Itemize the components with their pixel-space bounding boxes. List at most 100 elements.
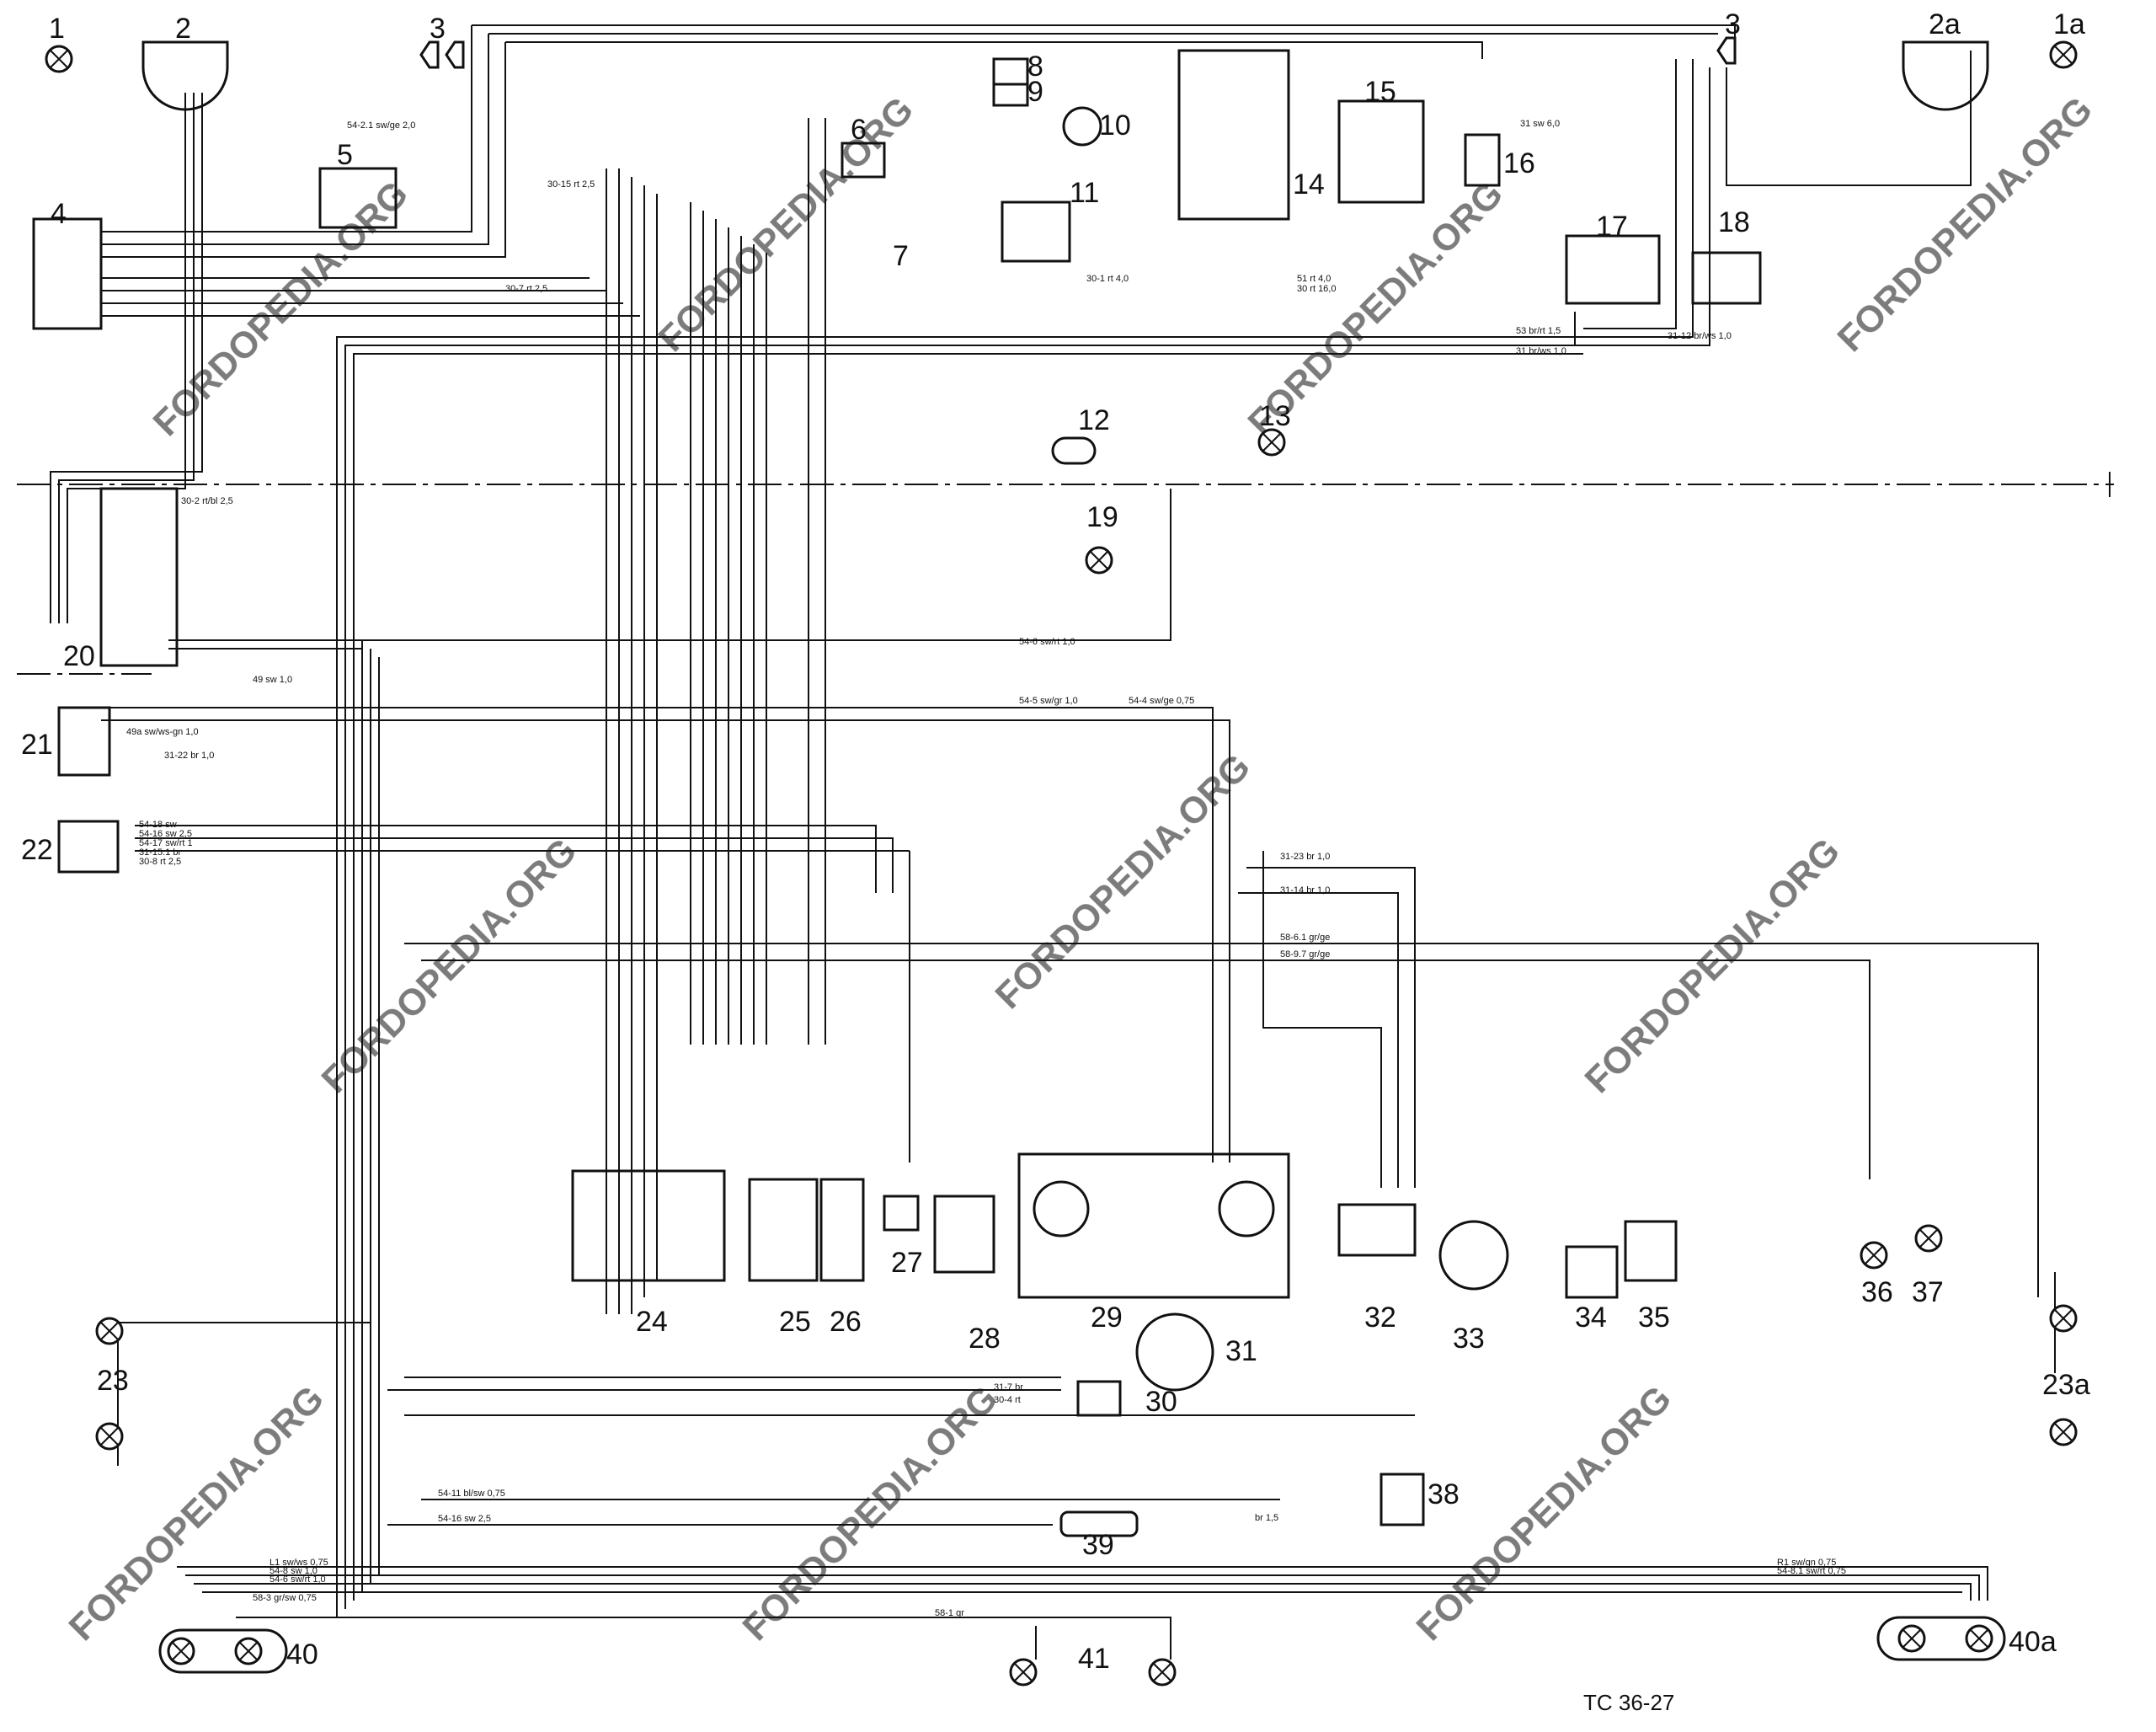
wire-labels: 30-15 rt 2,5 30-7 rt 2,5 54-2.1 sw/ge 2,… (126, 119, 1846, 1618)
component-15-box (1337, 99, 1425, 204)
lamp-40a-b (1965, 1624, 1993, 1653)
watermark: FORDOPEDIA.ORG (987, 746, 1258, 1017)
component-number: 24 (636, 1306, 668, 1338)
wire-label: 54-8 sw 1,0 (270, 1566, 318, 1576)
component-number: 22 (21, 834, 53, 866)
component-24-box (571, 1169, 726, 1282)
component-number: 34 (1575, 1302, 1607, 1334)
wire-label: 54-8.1 sw/rt 0,75 (1777, 1566, 1846, 1576)
component-40-box (158, 1628, 288, 1674)
watermark: FORDOPEDIA.ORG (1408, 1377, 1679, 1649)
component-number: 14 (1293, 168, 1325, 200)
wire-label: 30 rt 16,0 (1297, 284, 1336, 294)
component-number: 28 (969, 1323, 1001, 1355)
wire-label: 54-6 sw/rt 1,0 (270, 1574, 326, 1585)
component-5-box (318, 167, 398, 229)
wire-label: 54-11 bl/sw 0,75 (438, 1489, 505, 1499)
component-number: 6 (851, 114, 867, 146)
wire-label: 58-6.1 gr/ge (1280, 933, 1330, 943)
component-number: 33 (1453, 1323, 1485, 1355)
component-number: 15 (1364, 76, 1396, 108)
component-number: 23a (2042, 1369, 2090, 1401)
wire-label: 53 br/rt 1,5 (1516, 326, 1561, 336)
lamp-40a-a (1897, 1624, 1926, 1653)
wire-label: 49 sw 1,0 (253, 675, 292, 685)
component-10-gauge (1062, 106, 1102, 147)
wire-harness (17, 24, 2114, 1660)
component-16-box (1464, 133, 1501, 187)
component-6-box (841, 142, 886, 179)
lamp-40-a (167, 1637, 195, 1665)
wire-label: 54-5 sw/gr 1,0 (1019, 696, 1078, 706)
wire-label: 30-7 rt 2,5 (505, 284, 547, 294)
component-number: 16 (1503, 147, 1535, 179)
component-20-box (99, 487, 179, 667)
wire-label: 51 rt 4,0 (1297, 274, 1331, 284)
component-8-box (992, 57, 1029, 86)
component-number: 41 (1078, 1643, 1110, 1675)
component-18-box (1691, 251, 1762, 305)
component-39-box (1059, 1510, 1139, 1537)
component-number: 27 (891, 1247, 923, 1279)
lamp-40-b (234, 1637, 263, 1665)
component-number: 11 (1070, 177, 1099, 209)
wire-label: 31-12 br/ws 1,0 (1668, 331, 1732, 341)
component-number: 1 (49, 13, 65, 45)
component-number: 2a (1929, 8, 1961, 40)
component-number: 26 (830, 1306, 862, 1338)
component-14-box (1177, 49, 1290, 221)
wire-label: 30-8 rt 2,5 (139, 857, 181, 867)
component-number: 19 (1086, 501, 1118, 533)
wire-label: 54-18 sw (139, 820, 177, 830)
wire-label: 30-4 rt (994, 1395, 1021, 1405)
component-11-box (1001, 200, 1071, 263)
wire-label: R1 sw/gn 0,75 (1777, 1558, 1836, 1568)
component-number: 10 (1099, 110, 1131, 142)
lamp-41-left (1009, 1658, 1038, 1687)
component-number: 23 (97, 1365, 129, 1397)
component-number: 25 (779, 1306, 811, 1338)
wire-label: 31-23 br 1,0 (1280, 852, 1330, 862)
lamp-41-right (1148, 1658, 1177, 1687)
component-29-gauge-left (1033, 1180, 1090, 1238)
lamp-36 (1860, 1241, 1888, 1270)
component-2a-headlamp (1902, 40, 1989, 111)
component-number: 2 (175, 13, 191, 45)
wire-label: 54-2.1 sw/ge 2,0 (347, 120, 415, 131)
lamp-1 (45, 45, 73, 73)
lamp-23-lower (95, 1422, 124, 1451)
wire-label: 30-1 rt 4,0 (1086, 274, 1129, 284)
watermark: FORDOPEDIA.ORG (734, 1377, 1006, 1649)
wire-label: 54-16 sw 2,5 (139, 829, 192, 839)
component-number: 35 (1638, 1302, 1670, 1334)
component-number: 4 (51, 198, 67, 230)
wire-label: 54-16 sw 2,5 (438, 1514, 491, 1524)
component-38-box (1380, 1473, 1425, 1526)
wire-label: 54-6 sw/rt 1,0 (1019, 637, 1075, 647)
horn-3-right (1716, 36, 1737, 65)
component-number: 12 (1078, 404, 1110, 436)
wire-label: 54-17 sw/rt 1 (139, 838, 193, 848)
lamps (45, 40, 2078, 1687)
lamp-23-upper (95, 1317, 124, 1345)
component-12-lamp (1051, 436, 1097, 465)
watermark: FORDOPEDIA.ORG (1577, 830, 1848, 1101)
wire-label: br 1,5 (1255, 1513, 1278, 1523)
lamp-1a (2049, 40, 2078, 69)
component-number: 18 (1718, 206, 1750, 238)
component-number: 3 (430, 13, 446, 45)
component-number: 39 (1082, 1529, 1114, 1561)
reference-code: TC 36-27 (1583, 1690, 1674, 1715)
component-number: 40 (286, 1638, 318, 1671)
component-number: 3 (1725, 8, 1741, 40)
component-number: 40a (2009, 1626, 2057, 1658)
component-26-box (819, 1178, 865, 1282)
wire-label: 49a sw/ws-gn 1,0 (126, 727, 199, 737)
component-2-headlamp (141, 40, 229, 111)
component-number: 9 (1027, 76, 1043, 108)
wire-label: 31 br/ws 1,0 (1516, 346, 1566, 356)
component-number: 29 (1091, 1302, 1123, 1334)
component-17-box (1565, 234, 1661, 305)
wire-label: 54-4 sw/ge 0,75 (1129, 696, 1194, 706)
component-4-box (32, 217, 103, 330)
